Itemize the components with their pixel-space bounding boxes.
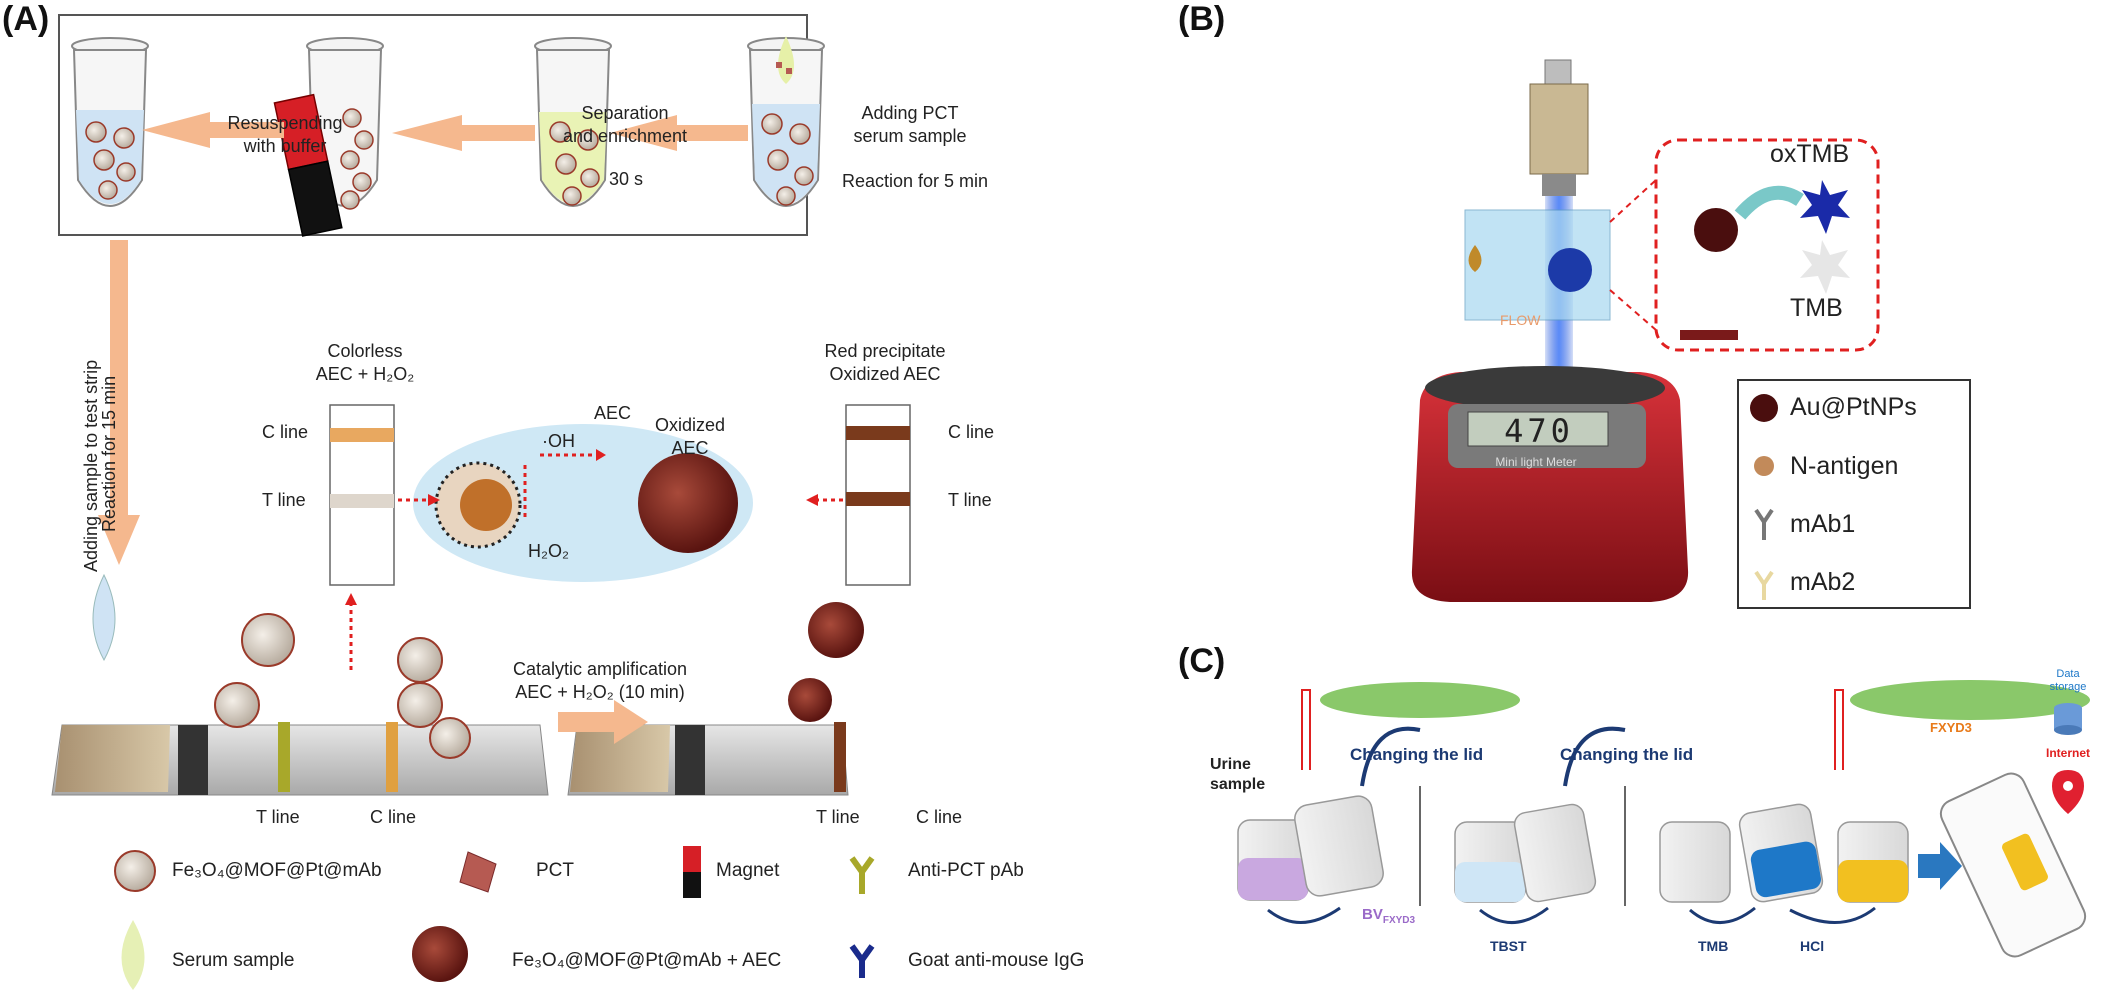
change-lid-2: Changing the lid bbox=[1560, 745, 1694, 764]
data-storage-label: Data storage bbox=[2049, 668, 2087, 693]
lid-1 bbox=[1320, 682, 1520, 718]
arrow-down bbox=[98, 240, 140, 565]
urine-text: Urine sample bbox=[1210, 756, 1266, 793]
bottle-2 bbox=[1294, 795, 1384, 897]
legend-probe-aec: Fe₃O₄@MOF@Pt@mAb + AEC bbox=[512, 950, 782, 971]
change-lid-1: Changing the lid bbox=[1350, 745, 1484, 764]
nantigen-icon bbox=[1754, 456, 1774, 476]
fxyd3-label: FXYD3 bbox=[1930, 720, 1972, 735]
panel-b-artwork bbox=[1411, 59, 1971, 609]
resuspend-text: Resuspending with buffer bbox=[227, 113, 343, 156]
legend-mab1: mAb1 bbox=[1790, 510, 1856, 538]
meter-display: 470 bbox=[1504, 412, 1574, 450]
tmb-star bbox=[1800, 240, 1850, 294]
catalytic-text: Catalytic amplification AEC + H₂O₂ (10 m… bbox=[512, 659, 688, 702]
probe-icon bbox=[114, 850, 156, 892]
t-line-strip2: T line bbox=[816, 807, 860, 827]
reaction-5-text: Reaction for 5 min bbox=[841, 171, 989, 191]
arrow-3 bbox=[610, 115, 748, 151]
t-line-a2: T line bbox=[948, 490, 992, 510]
t-line-a1: T line bbox=[262, 490, 306, 510]
magnet-top bbox=[273, 93, 343, 237]
legend-nantigen: N-antigen bbox=[1790, 452, 1899, 480]
panel-b-label: (B) bbox=[1178, 0, 1226, 38]
legend-b-box bbox=[1737, 379, 1971, 609]
serum-drop bbox=[92, 573, 116, 662]
legend-serum: Serum sample bbox=[172, 950, 295, 971]
legend-au: Au@PtNPs bbox=[1790, 393, 1917, 421]
oxidized-aec-text: Oxidized AEC bbox=[654, 415, 726, 458]
lid-2 bbox=[1850, 680, 2090, 720]
tbst-label: TBST bbox=[1490, 938, 1527, 954]
hcl-label: HCl bbox=[1800, 938, 1825, 954]
drop-icon bbox=[1468, 245, 1482, 272]
magnet-icon-bottom bbox=[683, 872, 701, 898]
c-line-strip2: C line bbox=[916, 807, 963, 827]
c-line-strip1: C line bbox=[370, 807, 417, 827]
oxtmb-star bbox=[1800, 180, 1850, 234]
c-line-a2: C line bbox=[948, 422, 995, 442]
bv-main: BV bbox=[1362, 906, 1383, 923]
panel-a-artwork bbox=[51, 36, 911, 796]
t-line-strip1: T line bbox=[256, 807, 300, 827]
flow-label: FLOW bbox=[1500, 312, 1541, 328]
h2o2-text: H₂O₂ bbox=[528, 541, 569, 561]
legend-a-icons bbox=[114, 846, 875, 990]
probe-aec-icon bbox=[412, 926, 468, 982]
internet-label: Internet bbox=[2045, 746, 2090, 760]
legend-goat: Goat anti-mouse IgG bbox=[908, 950, 1085, 971]
result-arrow bbox=[1918, 842, 1962, 890]
reaction-zoom-box bbox=[1654, 138, 1880, 352]
legend-anti-pct: Anti-PCT pAb bbox=[908, 860, 1024, 881]
mab2-icon bbox=[1754, 570, 1774, 600]
tmb-label: TMB bbox=[1790, 294, 1843, 322]
pct-icon bbox=[459, 851, 497, 893]
panel-a-label: (A) bbox=[2, 0, 50, 38]
colorless-text: Colorless AEC + H₂O₂ bbox=[315, 341, 415, 384]
aupt-icon bbox=[1750, 394, 1778, 422]
oxtmb-label: oxTMB bbox=[1770, 140, 1850, 168]
meter-name: Mini light Meter bbox=[1495, 455, 1577, 469]
separation-text: Separation and enrichment bbox=[562, 103, 688, 146]
bv-label: BVFXYD3 bbox=[1362, 906, 1415, 926]
red-precip-text: Red precipitate Oxidized AEC bbox=[824, 341, 946, 384]
catalytic-arrow bbox=[558, 700, 648, 744]
bv-sub: FXYD3 bbox=[1382, 915, 1416, 926]
bottle-5 bbox=[1659, 821, 1731, 903]
tmb-label-c: TMB bbox=[1698, 938, 1729, 954]
c-line-a1: C line bbox=[262, 422, 309, 442]
test-strip-left bbox=[51, 724, 549, 796]
magnet-icon-top bbox=[683, 846, 701, 872]
aec-text: AEC bbox=[594, 403, 632, 423]
panel-c-label: (C) bbox=[1178, 642, 1226, 680]
legend-magnet: Magnet bbox=[716, 860, 780, 881]
bottle-4 bbox=[1513, 803, 1597, 903]
anti-pct-icon bbox=[849, 856, 875, 894]
arrow-2 bbox=[392, 115, 535, 151]
adding-pct-text: Adding PCT serum sample bbox=[853, 103, 967, 146]
arrow-1 bbox=[142, 112, 284, 148]
mab1-icon bbox=[1754, 508, 1774, 540]
serum-icon bbox=[121, 920, 145, 990]
legend-pct: PCT bbox=[536, 860, 574, 881]
legend-mab2: mAb2 bbox=[1790, 568, 1856, 596]
separation-time: 30 s bbox=[608, 169, 644, 189]
legend-probe: Fe₃O₄@MOF@Pt@mAb bbox=[172, 860, 382, 881]
location-pin-icon bbox=[2052, 770, 2084, 814]
goat-igg-icon bbox=[849, 944, 875, 978]
oh-text: ·OH bbox=[542, 431, 575, 451]
